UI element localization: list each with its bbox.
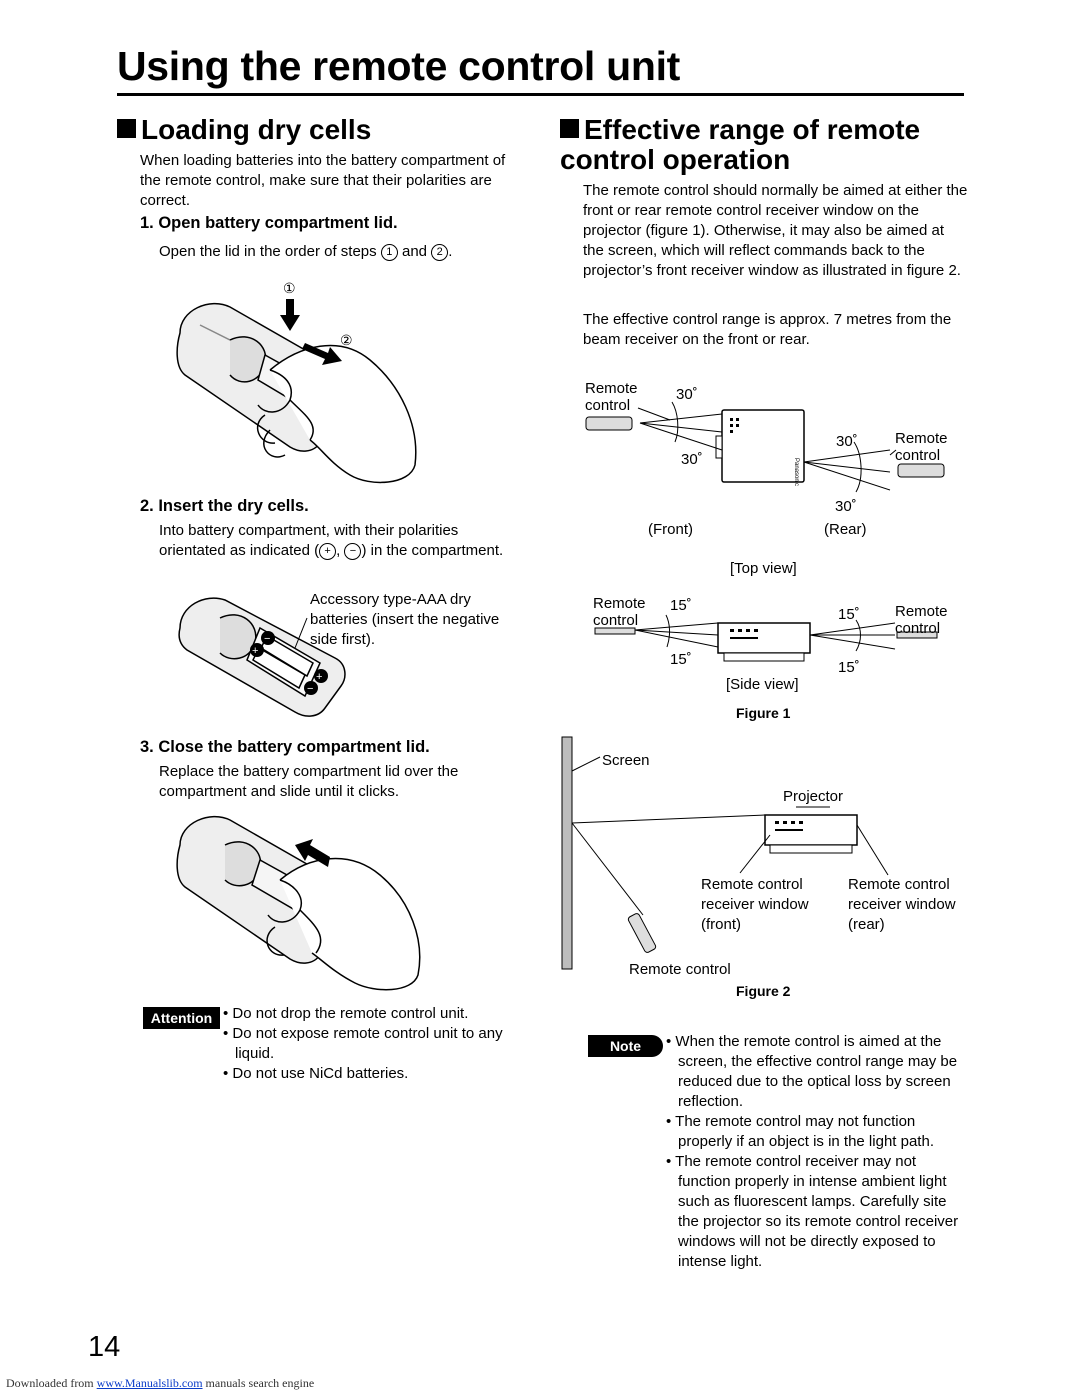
plus-icon: + [319, 543, 337, 560]
svg-text:+: + [316, 671, 322, 683]
step3-text: Replace the battery compartment lid over… [159, 763, 459, 800]
fig2-projector-label: Projector [783, 788, 844, 805]
note-item: • The remote control receiver may not fu… [666, 1153, 959, 1270]
open-lid-illustration: ① ② [176, 280, 417, 484]
projector-brand: Panasonic [793, 458, 799, 486]
step2-text: Into battery compartment, with their pol… [159, 522, 504, 560]
square-bullet-icon [560, 119, 579, 138]
manualslib-link[interactable]: www.Manualslib.com [96, 1376, 203, 1390]
title-rule [117, 93, 964, 96]
fig1-front-label: (Front) [648, 521, 693, 538]
note-item: • The remote control may not function pr… [666, 1113, 934, 1150]
svg-text:−: − [264, 633, 270, 645]
page-title: Using the remote control unit [117, 43, 681, 89]
square-bullet-icon [117, 119, 136, 138]
svg-text:−: − [307, 683, 313, 695]
figure2-caption: Figure 2 [736, 983, 791, 999]
figure1-top-view: Panasonic [585, 401, 945, 493]
page-number: 14 [88, 1331, 121, 1363]
effective-range-heading: Effective range of remote control operat… [560, 114, 921, 175]
fig1-angle-top-right: 30˚ [836, 433, 858, 450]
fig1-side-view-label: [Side view] [726, 676, 799, 693]
range-para1: The remote control should normally be ai… [583, 182, 968, 279]
figure1-caption: Figure 1 [736, 705, 791, 721]
arrow-slide-icon [302, 343, 342, 365]
fig1-top-view-label: [Top view] [730, 560, 797, 577]
range-para2: The effective control range is approx. 7… [583, 311, 952, 348]
footer: Downloaded from www.Manualslib.com manua… [6, 1376, 315, 1390]
fig1-angle-bottom-left: 30˚ [681, 451, 703, 468]
marker-2-label: ② [340, 332, 353, 348]
step1-title: 1. Open battery compartment lid. [140, 214, 398, 232]
insert-batteries-illustration: − + + − [178, 597, 346, 717]
fig2-remote-label: Remote control [629, 961, 731, 978]
attention-item: • Do not drop the remote control unit. [223, 1005, 469, 1022]
attention-list: • Do not drop the remote control unit. •… [223, 1004, 523, 1084]
fig1-side-angle-4: 15˚ [838, 659, 860, 676]
fig1-angle-top-left: 30˚ [676, 386, 698, 403]
battery-callout: Accessory type-AAA dry batteries (insert… [310, 591, 500, 648]
arrow-close-icon [295, 839, 330, 867]
note-item: • When the remote control is aimed at th… [666, 1033, 958, 1110]
fig2-screen-label: Screen [602, 752, 650, 769]
attention-badge: Attention [143, 1007, 220, 1029]
minus-icon: − [344, 543, 362, 560]
marker-1-label: ① [283, 280, 296, 296]
step3-title: 3. Close the battery compartment lid. [140, 738, 430, 756]
note-badge: Note [588, 1035, 663, 1057]
figure2-screen-diagram [561, 736, 889, 970]
arrow-down-icon [280, 299, 300, 331]
fig1-side-angle-2: 15˚ [670, 651, 692, 668]
fig1-side-angle-1: 15˚ [670, 597, 692, 614]
close-lid-illustration [176, 815, 421, 991]
attention-item: • Do not use NiCd batteries. [223, 1065, 409, 1082]
step-marker-1: 1 [380, 244, 398, 261]
figure1-side-view [594, 614, 938, 662]
loading-intro: When loading batteries into the battery … [140, 152, 506, 209]
svg-text:+: + [252, 645, 258, 657]
step2-title: 2. Insert the dry cells. [140, 497, 309, 515]
attention-item: • Do not expose remote control unit to a… [223, 1025, 503, 1062]
step-marker-2: 2 [431, 244, 449, 261]
fig1-side-angle-3: 15˚ [838, 606, 860, 623]
step1-text: Open the lid in the order of steps 1 and… [159, 243, 453, 261]
loading-dry-cells-heading: Loading dry cells [117, 115, 371, 145]
note-list: • When the remote control is aimed at th… [666, 1032, 966, 1272]
fig1-rear-label: (Rear) [824, 521, 867, 538]
fig1-angle-bottom-right: 30˚ [835, 498, 857, 515]
